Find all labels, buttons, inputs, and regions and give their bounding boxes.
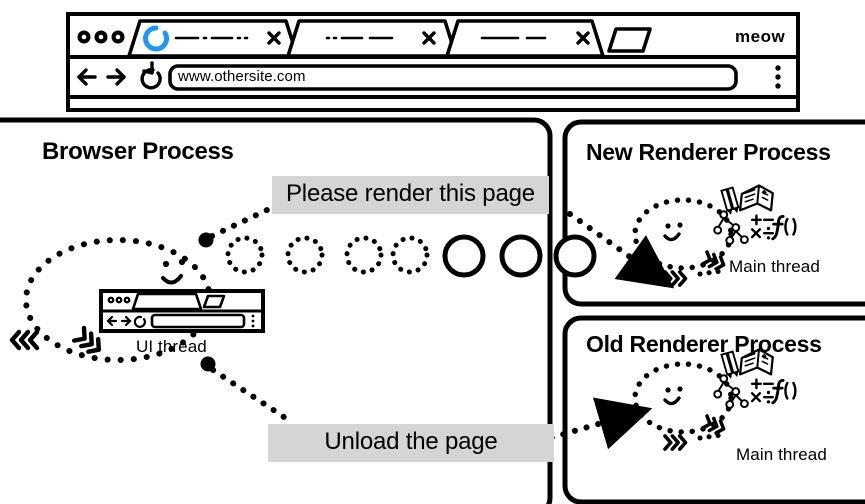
tab-active[interactable] xyxy=(127,19,299,58)
old-renderer-face xyxy=(663,386,683,406)
render-message-connector xyxy=(198,199,675,289)
new-tab-button[interactable] xyxy=(607,27,652,53)
new-renderer-thread-loop xyxy=(632,183,797,287)
navigation-progress-dots xyxy=(225,234,597,278)
window-control-dots[interactable] xyxy=(77,30,125,44)
render-message-chip: Please render this page xyxy=(272,176,549,214)
browser-brand-label: meow xyxy=(735,27,786,46)
address-bar-value[interactable]: www.othersite.com xyxy=(178,68,306,85)
reload-icon[interactable] xyxy=(140,61,162,90)
panel-browser-process xyxy=(0,117,553,504)
address-bar[interactable] xyxy=(168,64,738,91)
tab-close-icon[interactable] xyxy=(267,31,281,45)
browser-window-frame xyxy=(66,12,800,112)
new-renderer-main-thread-label: Main thread xyxy=(729,257,820,276)
ui-thread-face xyxy=(161,258,186,285)
tab-close-icon[interactable] xyxy=(576,31,590,45)
ui-thread-label: UI thread xyxy=(136,337,207,356)
new-renderer-face xyxy=(663,222,683,242)
back-icon[interactable] xyxy=(77,68,97,86)
panel-old-renderer-process xyxy=(562,315,865,504)
tab-loading-spinner-icon xyxy=(143,25,170,52)
old-renderer-thread-loop xyxy=(632,347,797,451)
old-renderer-main-thread-label: Main thread xyxy=(736,445,827,464)
tab-second[interactable] xyxy=(286,19,458,58)
panel-title-new-renderer-process: New Renderer Process xyxy=(586,139,831,165)
menu-icon[interactable] xyxy=(775,65,781,89)
tab-close-icon[interactable] xyxy=(422,31,436,45)
forward-icon[interactable] xyxy=(106,68,126,86)
browser-window-icon xyxy=(99,289,265,333)
panel-title-browser-process: Browser Process xyxy=(42,138,234,165)
panel-title-old-renderer-process: Old Renderer Process xyxy=(586,331,822,357)
unload-message-chip: Unload the page xyxy=(268,424,554,462)
tab-third[interactable] xyxy=(445,19,605,58)
